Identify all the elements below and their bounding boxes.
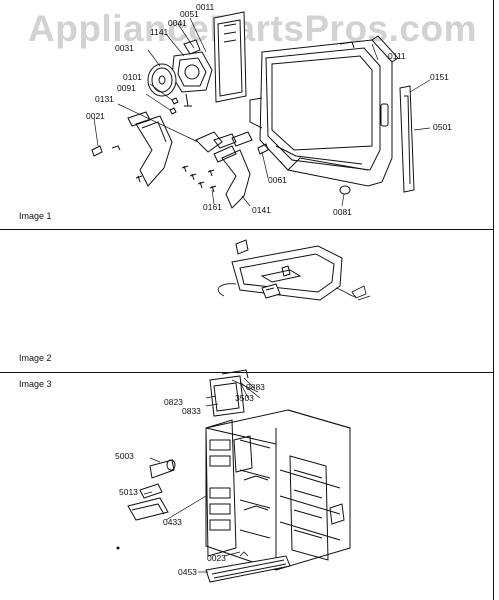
callout-0141: 0141	[252, 205, 271, 215]
grommet-0081	[340, 186, 350, 194]
coupler-0131	[196, 132, 252, 152]
plate-0011	[214, 12, 246, 102]
callout-0151: 0151	[430, 72, 449, 82]
callout-0081: 0081	[333, 207, 352, 217]
callout-5003: 5003	[115, 451, 134, 461]
section-label-image-3: Image 3	[19, 379, 52, 389]
screw-0021	[92, 146, 142, 182]
callout-0161: 0161	[203, 202, 222, 212]
callout-0061: 0061	[268, 175, 287, 185]
wire-harness	[218, 284, 370, 300]
callout-0021: 0021	[86, 111, 105, 121]
callout-0011: 0011	[196, 2, 215, 12]
image-1-exploded-view	[0, 0, 499, 230]
bin-0433	[128, 498, 168, 520]
callout-5013: 5013	[119, 487, 138, 497]
section-divider-2	[0, 372, 494, 373]
strip-0151	[400, 86, 414, 192]
callout-0031: 0031	[115, 43, 134, 53]
callout-0453: 0453	[178, 567, 197, 577]
frame-right-edge	[493, 0, 494, 600]
refrigerator-cabinet	[206, 410, 350, 570]
dispenser-channel	[232, 240, 342, 300]
callout-0833: 0833	[182, 406, 201, 416]
motor-0051	[172, 40, 212, 106]
lever-left-0131	[128, 112, 172, 186]
section-label-image-1: Image 1	[19, 211, 52, 221]
callout-0091: 0091	[117, 83, 136, 93]
housing-0111	[250, 36, 398, 186]
screws-0101	[170, 98, 178, 114]
callout-3503: 3503	[235, 393, 254, 403]
callout-1141: 1141	[150, 27, 169, 37]
section-divider-1	[0, 229, 494, 230]
callout-0041: 0041	[168, 18, 187, 28]
callout-0023: 0023	[207, 553, 226, 563]
callout-0131: 0131	[95, 94, 114, 104]
callout-0051: 0051	[180, 9, 199, 19]
screws-0161	[182, 166, 216, 192]
lever-right-0141	[214, 146, 250, 208]
watermark: AppliancePartsPros.com	[28, 8, 477, 49]
callout-0883: 0883	[246, 382, 265, 392]
screw-0061	[258, 144, 268, 154]
callout-0501: 0501	[433, 122, 452, 132]
callout-0111: 0111	[388, 51, 406, 61]
bracket-5013	[140, 484, 162, 498]
callout-0433: 0433	[163, 517, 182, 527]
section-label-image-2: Image 2	[19, 353, 52, 363]
dispenser-actuator	[262, 284, 280, 298]
callout-0101: 0101	[123, 72, 142, 82]
callout-0823: 0823	[164, 397, 183, 407]
gear-0031	[148, 64, 176, 96]
cover-5003	[150, 460, 175, 478]
